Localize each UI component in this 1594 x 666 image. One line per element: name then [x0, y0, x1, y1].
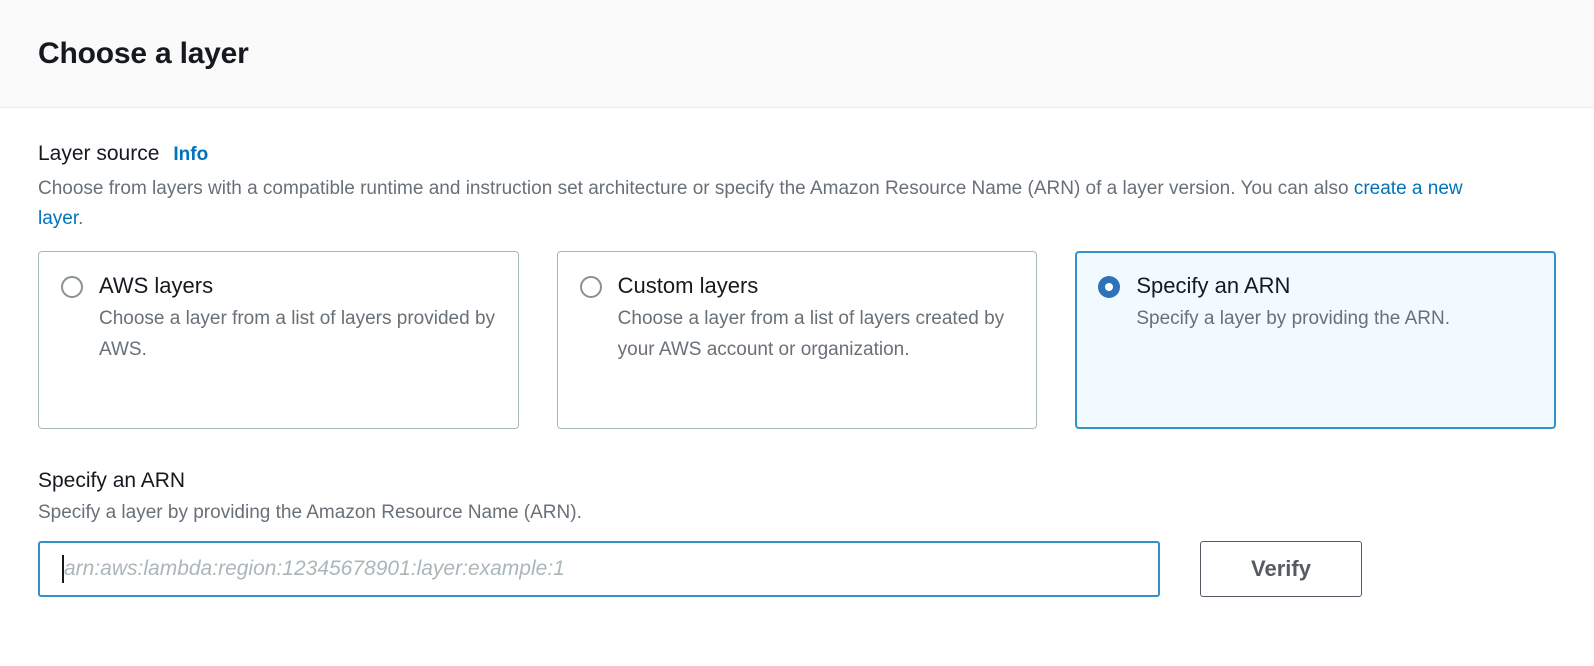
radio-selected-icon[interactable] — [1098, 276, 1121, 298]
option-top-row: AWS layers Choose a layer from a list of… — [61, 272, 496, 365]
dialog-body: Layer source Info Choose from layers wit… — [0, 108, 1594, 666]
option-title: Specify an ARN — [1136, 273, 1291, 298]
option-texts: Specify an ARN Specify a layer by provid… — [1136, 272, 1450, 334]
arn-input[interactable] — [38, 541, 1160, 597]
option-description: Choose a layer from a list of layers cre… — [617, 308, 1005, 360]
create-a-new-layer-link[interactable]: create a new layer — [38, 178, 1463, 229]
page-title: Choose a layer — [38, 36, 249, 70]
layer-source-label: Layer source — [38, 142, 160, 165]
layer-source-option-aws-layers[interactable]: AWS layers Choose a layer from a list of… — [38, 251, 519, 429]
arn-section-description: Specify a layer by providing the Amazon … — [38, 502, 582, 523]
radio-icon[interactable] — [579, 276, 602, 298]
layer-source-description-text-2: . — [78, 208, 84, 229]
option-texts: Custom layers Choose a layer from a list… — [618, 272, 1015, 365]
layer-source-options: AWS layers Choose a layer from a list of… — [38, 251, 1557, 429]
verify-button[interactable]: Verify — [1200, 541, 1362, 597]
option-texts: AWS layers Choose a layer from a list of… — [99, 272, 496, 365]
radio-icon[interactable] — [61, 276, 83, 298]
option-description: Choose a layer from a list of layers pro… — [99, 308, 496, 360]
layer-source-label-row: Layer source Info — [38, 142, 1556, 166]
layer-source-description-text-1: Choose from layers with a compatible run… — [38, 178, 1354, 199]
layer-source-option-custom-layers[interactable]: Custom layers Choose a layer from a list… — [556, 251, 1038, 429]
layer-source-option-specify-arn[interactable]: Specify an ARN Specify a layer by provid… — [1075, 251, 1557, 429]
option-top-row: Custom layers Choose a layer from a list… — [579, 272, 1015, 365]
dialog-header: Choose a layer — [0, 0, 1594, 108]
info-link[interactable]: Info — [173, 144, 209, 165]
option-description: Specify a layer by providing the ARN. — [1136, 308, 1451, 329]
layer-source-description: Choose from layers with a compatible run… — [38, 174, 1478, 234]
arn-input-wrapper — [38, 541, 1160, 597]
arn-section-title: Specify an ARN — [38, 469, 186, 492]
arn-input-row: Verify — [38, 541, 1556, 597]
option-top-row: Specify an ARN Specify a layer by provid… — [1098, 272, 1533, 334]
option-title: AWS layers — [99, 273, 214, 298]
option-title: Custom layers — [617, 273, 759, 298]
text-caret — [62, 555, 64, 583]
